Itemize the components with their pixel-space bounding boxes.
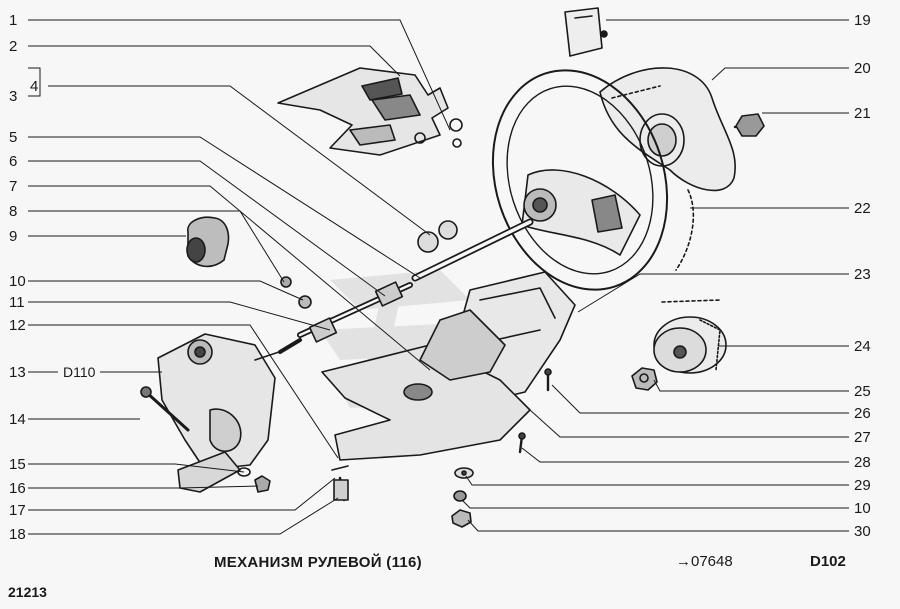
callout-30: 30 (854, 523, 871, 540)
callout-18: 18 (9, 526, 26, 543)
callout-21: 21 (854, 105, 871, 122)
callout-17: 17 (9, 502, 26, 519)
bolt-part-17 (331, 465, 349, 502)
callout-25: 25 (854, 383, 871, 400)
callout-19: 19 (854, 12, 871, 29)
callout-29: 29 (854, 477, 871, 494)
callout-1: 1 (9, 12, 17, 29)
steering-gearbox-part-13 (157, 333, 286, 471)
callout-2: 2 (9, 38, 17, 55)
callout-20: 20 (854, 60, 871, 77)
bolt-part-21 (733, 113, 765, 137)
nut-part-30 (451, 509, 472, 528)
callout-23: 23 (854, 266, 871, 283)
nut-part-25 (631, 367, 658, 391)
callout-26: 26 (854, 405, 871, 422)
rubber-boot-part-9 (186, 216, 230, 268)
vehicle-model: 21213 (8, 584, 47, 600)
upper-shield-bracket (277, 67, 463, 156)
reference-number: →07648 (676, 553, 733, 570)
diagram-title: МЕХАНИЗМ РУЛЕВОЙ (116) (214, 554, 422, 571)
callout-3: 3 (9, 88, 17, 105)
screw-part-28 (518, 432, 526, 454)
bolt-part-14 (140, 386, 190, 432)
left-callouts: 1 2 3 4 5 6 7 8 9 10 11 12 13 D110 14 15… (9, 12, 96, 543)
callout-6: 6 (9, 153, 17, 170)
callout-10: 10 (9, 273, 26, 290)
steering-wheel-part-22 (491, 69, 695, 291)
callout-24: 24 (854, 338, 871, 355)
diagram-code: D102 (810, 553, 846, 570)
screw-part-26 (544, 368, 552, 392)
callout-15: 15 (9, 456, 26, 473)
callout-11: 11 (9, 294, 25, 311)
callout-13: 13 (9, 364, 26, 381)
callout-27: 27 (854, 429, 871, 446)
leader-lines (28, 19, 849, 535)
callout-9: 9 (9, 228, 17, 245)
callout-22: 22 (854, 200, 871, 217)
part-13-reference: D110 (63, 364, 96, 380)
contact-ring-part-24 (653, 316, 727, 374)
clip-part-19 (564, 7, 608, 57)
callout-8: 8 (9, 203, 17, 220)
wheel-cover-part-20 (599, 67, 736, 192)
callout-10-right: 10 (854, 500, 871, 517)
assembly-guide-line (661, 299, 721, 303)
callout-7: 7 (9, 178, 17, 195)
callout-12: 12 (9, 317, 26, 334)
column-support-part-27 (321, 309, 531, 461)
callout-4: 4 (30, 78, 38, 95)
washer-part-29 (454, 467, 474, 479)
pitman-arm (177, 451, 271, 493)
nut-part-10-lower (453, 490, 467, 502)
callout-14: 14 (9, 411, 26, 428)
callout-5: 5 (9, 129, 17, 146)
steering-shaft (411, 218, 534, 282)
right-callouts: 19 20 21 22 23 24 25 26 27 28 29 10 30 (854, 12, 871, 540)
callout-16: 16 (9, 480, 26, 497)
callout-28: 28 (854, 454, 871, 471)
